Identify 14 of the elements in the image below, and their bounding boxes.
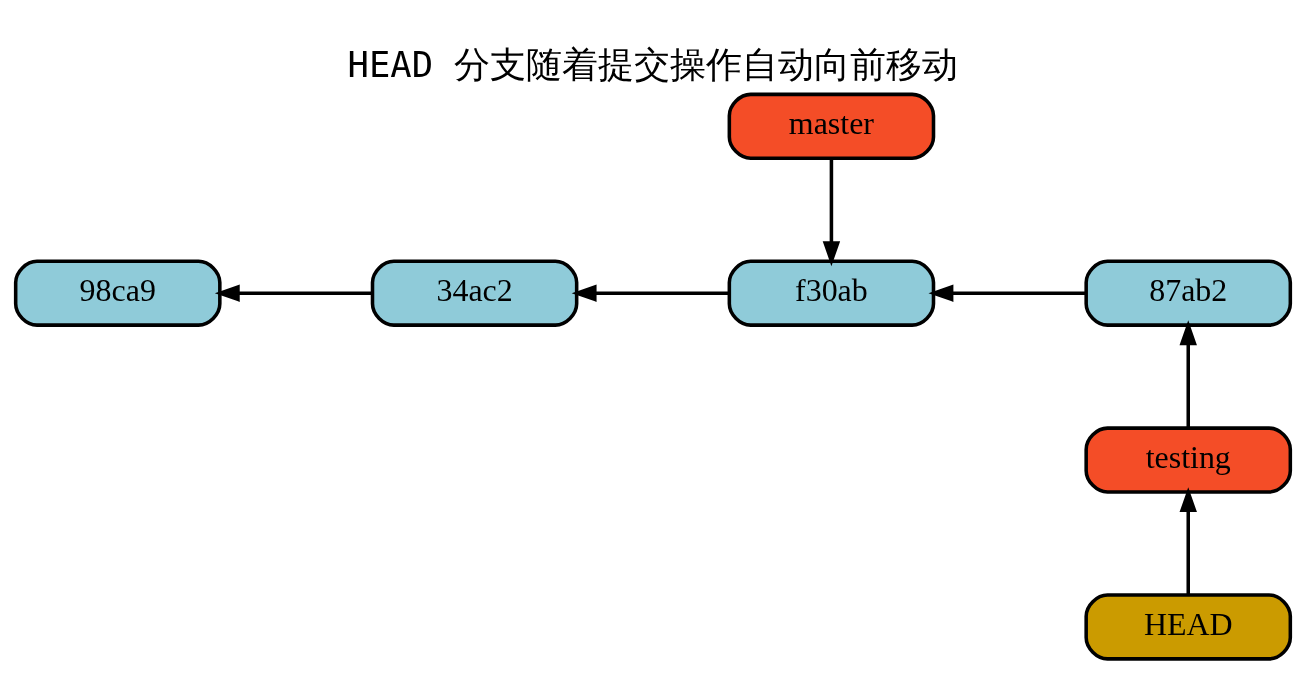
node-box: 87ab2 (1084, 259, 1293, 327)
arrow (1179, 487, 1197, 595)
diagram-title: HEAD 分支随着提交操作自动向前移动 (347, 43, 959, 85)
node-box: 98ca9 (13, 259, 222, 327)
node-box: master (727, 92, 936, 161)
arrow (214, 284, 373, 302)
arrow (1179, 320, 1197, 428)
arrow (928, 284, 1086, 302)
node-box: testing (1084, 426, 1293, 494)
node-box: 34ac2 (370, 259, 579, 327)
node-box: f30ab (727, 259, 936, 327)
arrow (822, 158, 841, 267)
arrow (571, 284, 730, 302)
node-box: HEAD (1084, 593, 1293, 661)
